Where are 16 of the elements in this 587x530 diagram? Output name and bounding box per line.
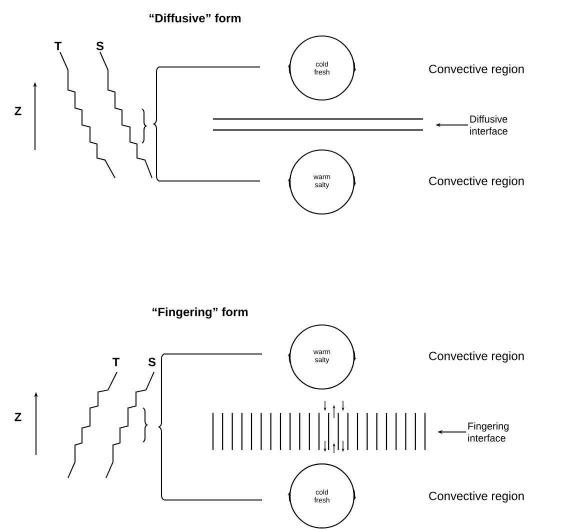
axis-label: Z: [14, 106, 22, 116]
form-heading: “Fingering” form: [152, 307, 248, 319]
interface-label: Diffusive interface: [470, 115, 508, 135]
interface-lines: [213, 118, 423, 131]
region-label: Convective region: [429, 491, 524, 503]
profile-label: S: [148, 358, 156, 366]
region-label: Convective region: [429, 351, 524, 363]
profile-label: T: [54, 42, 62, 50]
profile-label: T: [112, 358, 120, 366]
finger-lines: [212, 413, 426, 450]
profile-label: S: [96, 42, 104, 50]
region-label: Convective region: [429, 176, 524, 188]
interface-label: Fingering interface: [468, 422, 509, 442]
form-heading: “Diffusive” form: [150, 14, 241, 22]
axis-label: Z: [14, 412, 22, 422]
region-label: Convective region: [429, 64, 524, 76]
